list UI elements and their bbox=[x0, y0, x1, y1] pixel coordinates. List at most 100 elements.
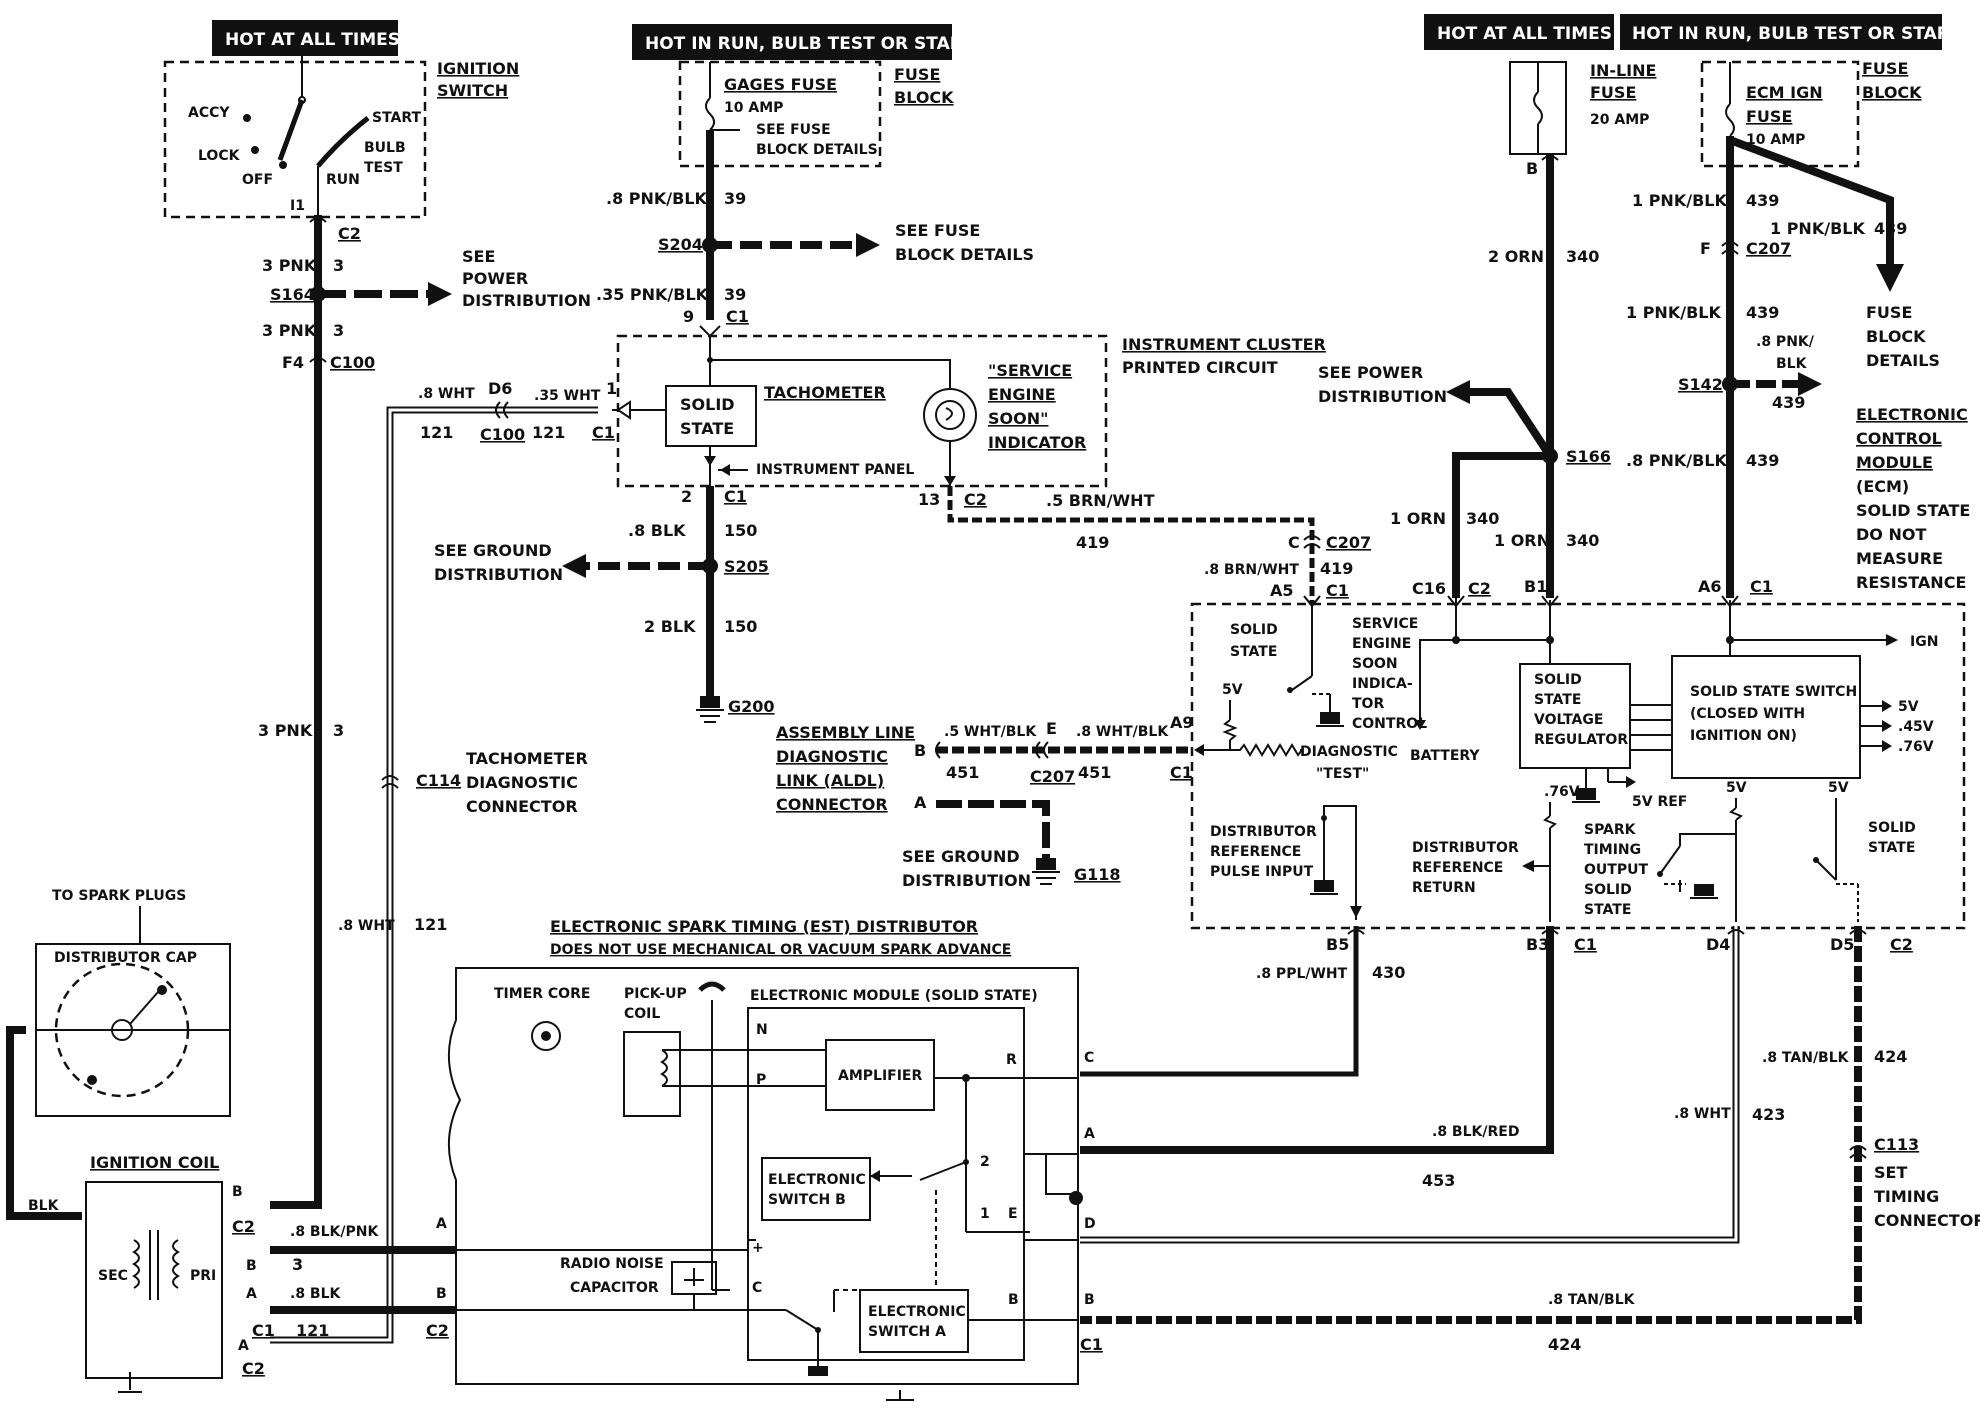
circuit-340: IN-LINE FUSE 20 AMP B 2 ORN 340 SEE POWE… bbox=[1318, 61, 1656, 598]
start-label: START bbox=[372, 110, 422, 126]
label-8blkpnk: .8 BLK/PNK bbox=[290, 1224, 379, 1240]
sto-1: SPARK bbox=[1584, 822, 1637, 838]
rnc-2: CAPACITOR bbox=[570, 1280, 659, 1296]
tach-solid-1: SOLID bbox=[680, 395, 735, 414]
ses-label-2: ENGINE bbox=[988, 385, 1056, 404]
label-p: P bbox=[756, 1072, 766, 1088]
timer-core-icon bbox=[531, 1021, 561, 1051]
wire-coil-blk bbox=[6, 1026, 82, 1220]
gages-see-2: BLOCK DETAILS bbox=[756, 142, 878, 158]
label-1pnkblk-a: 1 PNK/BLK bbox=[1632, 191, 1727, 210]
coil-b: B bbox=[246, 1258, 257, 1274]
label-8wht-b: .8 WHT bbox=[338, 918, 395, 934]
sec-label: SEC bbox=[98, 1268, 128, 1284]
drr-2: REFERENCE bbox=[1412, 860, 1503, 876]
vr-2: STATE bbox=[1534, 692, 1581, 708]
sto-2: TIMING bbox=[1584, 842, 1641, 858]
to-spark-plugs: TO SPARK PLUGS bbox=[52, 888, 186, 904]
est-wires: .8 PPL/WHT 430 .8 BLK/RED 453 .8 WHT 423… bbox=[1080, 926, 1980, 1354]
cluster-c2: C2 bbox=[964, 490, 987, 509]
label-c16: C16 bbox=[1412, 579, 1446, 598]
label-g200: G200 bbox=[728, 697, 775, 716]
header-hot-left: HOT AT ALL TIMES bbox=[225, 30, 400, 50]
label-c113: C113 bbox=[1874, 1135, 1919, 1154]
wire-aldl-ground bbox=[936, 800, 1050, 858]
aldl-pin-a: A bbox=[914, 793, 927, 812]
label-c1-451: C1 bbox=[1170, 763, 1193, 782]
coil-c2-b: C2 bbox=[242, 1359, 265, 1378]
stc-1: SET bbox=[1874, 1163, 1907, 1182]
dist-term-c: C bbox=[1084, 1050, 1094, 1066]
voltage-regulator bbox=[1519, 663, 1631, 769]
label-c1-b3: C1 bbox=[1574, 935, 1597, 954]
gages-see-1: SEE FUSE bbox=[756, 122, 831, 138]
label-s205: S205 bbox=[724, 557, 769, 576]
label-453: 453 bbox=[1422, 1171, 1455, 1190]
dist-term-d: D bbox=[1084, 1216, 1096, 1232]
label-3pnk-c: 3 PNK bbox=[258, 721, 313, 740]
label-8pplwht: .8 PPL/WHT bbox=[1256, 966, 1348, 982]
tdc-label-1: TACHOMETER bbox=[466, 749, 588, 768]
inline-fuse-icon bbox=[1533, 91, 1543, 125]
coil-ckt121: 121 bbox=[296, 1321, 329, 1340]
esa-2: SWITCH A bbox=[868, 1324, 946, 1340]
label-8tanblk-a: .8 TAN/BLK bbox=[1762, 1050, 1850, 1066]
terminal-i1: I1 bbox=[290, 198, 305, 214]
tachometer-label: TACHOMETER bbox=[764, 383, 886, 402]
electronic-module bbox=[747, 1007, 1025, 1361]
circuit-3-feed: 3 PNK 3 S164 SEE POWER DISTRIBUTION 3 PN… bbox=[258, 215, 591, 1209]
header-run-right: HOT IN RUN, BULB TEST OR START bbox=[1632, 24, 1961, 44]
cluster-c1-left: C1 bbox=[592, 423, 615, 442]
label-5whtblk: .5 WHT/BLK bbox=[944, 724, 1037, 740]
coil-a2: A bbox=[238, 1338, 249, 1354]
timer-core-label: TIMER CORE bbox=[494, 986, 590, 1002]
label-5vref: 5V REF bbox=[1632, 794, 1687, 810]
distributor-housing bbox=[447, 967, 1079, 1385]
inline-label-2: FUSE bbox=[1590, 83, 1636, 102]
dist-c1: C1 bbox=[1080, 1335, 1103, 1354]
label-35wht: .35 WHT bbox=[534, 388, 601, 404]
distributor-title: ELECTRONIC SPARK TIMING (EST) DISTRIBUTO… bbox=[550, 917, 978, 936]
label-ckt3-c: 3 bbox=[333, 721, 344, 740]
distributor-cap-label: DISTRIBUTOR CAP bbox=[54, 950, 197, 966]
label-ign: IGN bbox=[1910, 634, 1938, 650]
ignition-coil bbox=[85, 1181, 223, 1379]
ecm-title-5: SOLID STATE bbox=[1856, 501, 1970, 520]
ecm-title-3: MODULE bbox=[1856, 453, 1933, 472]
esa-1: ELECTRONIC bbox=[868, 1304, 966, 1320]
header-hot-left-bg bbox=[212, 20, 398, 56]
pin-13: 13 bbox=[918, 490, 940, 509]
label-8tanblk-b: .8 TAN/BLK bbox=[1548, 1292, 1636, 1308]
label-f-c207: F bbox=[1700, 239, 1711, 258]
accy-label: ACCY bbox=[188, 105, 230, 121]
label-c207-451: C207 bbox=[1030, 767, 1075, 786]
connector-c2: C2 bbox=[338, 224, 361, 243]
diag-label-2: "TEST" bbox=[1316, 766, 1369, 782]
aldl-label-3: LINK (ALDL) bbox=[776, 771, 884, 790]
label-c207-419: C207 bbox=[1326, 533, 1371, 552]
sesic-5: TOR bbox=[1352, 696, 1384, 712]
label-s166: S166 bbox=[1566, 447, 1611, 466]
label-8wht-423: .8 WHT bbox=[1674, 1106, 1731, 1122]
label-c1-a5: C1 bbox=[1326, 581, 1349, 600]
sto-5: STATE bbox=[1584, 902, 1631, 918]
gages-fuse-block: GAGES FUSE 10 AMP SEE FUSE BLOCK DETAILS… bbox=[596, 60, 1034, 326]
fbd-2: BLOCK bbox=[1866, 327, 1926, 346]
label-8wht-top: .8 WHT bbox=[418, 386, 475, 402]
label-d6: D6 bbox=[488, 379, 512, 398]
diag-label-1: DIAGNOSTIC bbox=[1300, 744, 1398, 760]
blk-label: BLK bbox=[28, 1198, 60, 1214]
see-power-r-2: DISTRIBUTION bbox=[1318, 387, 1447, 406]
label-2blk: 2 BLK bbox=[644, 617, 696, 636]
battery-label: BATTERY bbox=[1410, 748, 1480, 764]
label-8pnkblk: .8 PNK/BLK bbox=[606, 189, 708, 208]
ignition-switch: ACCY LOCK OFF RUN START BULB TEST IGNITI… bbox=[163, 56, 519, 243]
gages-see-fb-2: BLOCK DETAILS bbox=[895, 245, 1034, 264]
header-run-mid: HOT IN RUN, BULB TEST OR START bbox=[645, 34, 974, 54]
ses-label-4: INDICATOR bbox=[988, 433, 1086, 452]
label-121-c: 121 bbox=[414, 915, 447, 934]
label-1orn-b: 1 ORN bbox=[1494, 531, 1550, 550]
ignition-coil-area: TO SPARK PLUGS DISTRIBUTOR CAP BLK IGNIT… bbox=[6, 888, 456, 1393]
label-150-a: 150 bbox=[724, 521, 757, 540]
label-439-c: 439 bbox=[1746, 303, 1779, 322]
